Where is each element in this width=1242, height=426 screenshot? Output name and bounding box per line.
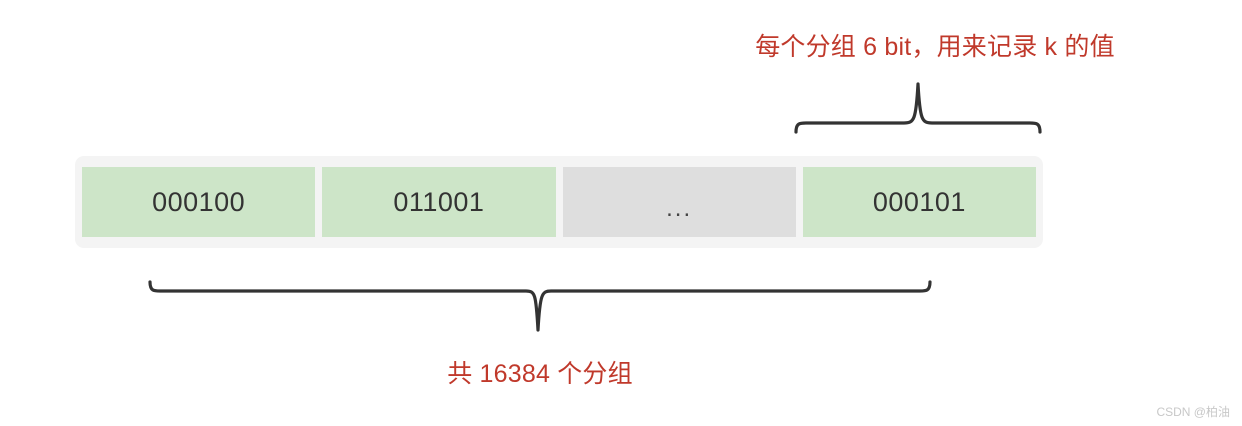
- bit-group-cell: 000100: [82, 167, 316, 237]
- bottom-brace: [140, 280, 940, 336]
- bit-group-cell-ellipsis: ...: [562, 167, 796, 237]
- top-brace: [792, 78, 1044, 134]
- bit-group-cell: 011001: [322, 167, 556, 237]
- watermark: CSDN @柏油: [1156, 405, 1230, 419]
- bit-group-cell: 000101: [802, 167, 1036, 237]
- bit-array-container: 000100 011001 ... 000101: [75, 156, 1043, 248]
- bottom-brace-icon: [148, 280, 932, 332]
- top-annotation-label: 每个分组 6 bit，用来记录 k 的值: [755, 33, 1115, 61]
- bottom-annotation-label: 共 16384 个分组: [447, 360, 633, 388]
- top-brace-icon: [794, 82, 1042, 134]
